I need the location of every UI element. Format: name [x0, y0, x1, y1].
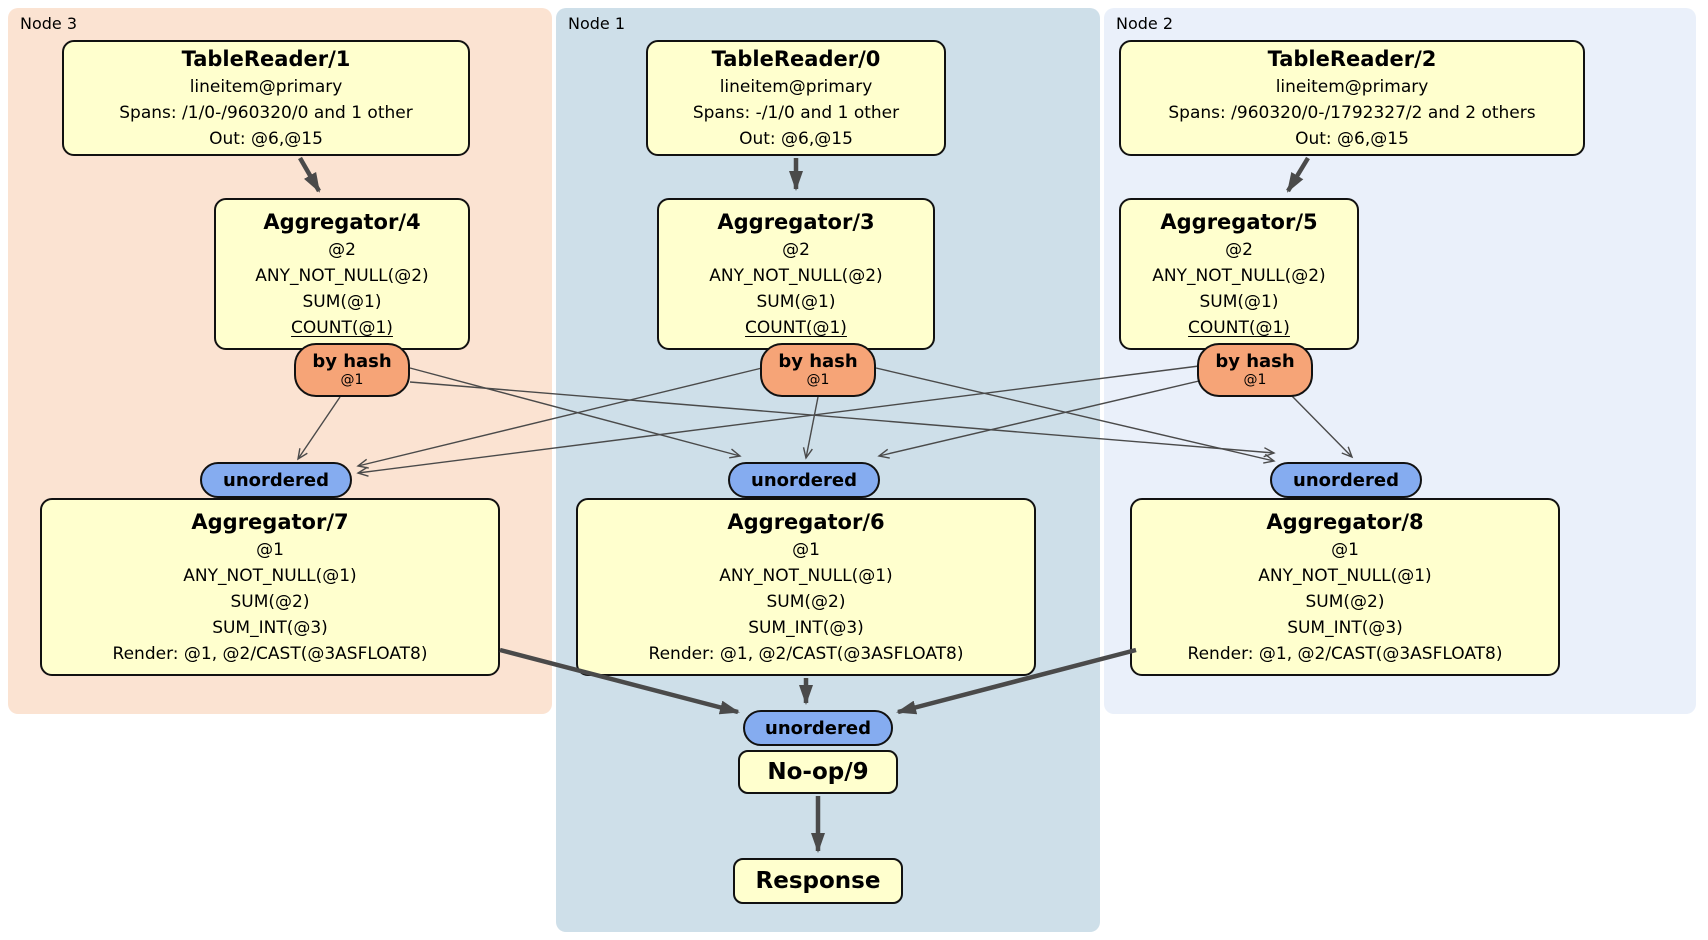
processor-detail-line: Out: @6,@15 — [739, 128, 853, 149]
processor-detail-line: SUM(@1) — [756, 291, 836, 312]
processor-detail-line: ANY_NOT_NULL(@1) — [183, 565, 357, 586]
processor-detail-line: SUM(@2) — [230, 591, 310, 612]
processor-detail-line: @2 — [328, 239, 356, 260]
processor-detail-line: @1 — [792, 539, 820, 560]
processor-detail-line: lineitem@primary — [719, 76, 873, 97]
processor-tablereader-0: TableReader/0 lineitem@primary Spans: -/… — [646, 40, 946, 156]
processor-tablereader-1: TableReader/1 lineitem@primary Spans: /1… — [62, 40, 470, 156]
router-key: @1 — [1243, 372, 1267, 388]
processor-tablereader-2: TableReader/2 lineitem@primary Spans: /9… — [1119, 40, 1585, 156]
processor-detail-line: lineitem@primary — [189, 76, 343, 97]
processor-title: Aggregator/5 — [1160, 209, 1318, 234]
processor-detail-line: SUM_INT(@3) — [748, 617, 864, 638]
processor-aggregator-8: Aggregator/8 @1 ANY_NOT_NULL(@1) SUM(@2)… — [1130, 498, 1560, 676]
processor-detail-line: ANY_NOT_NULL(@1) — [1258, 565, 1432, 586]
region-node-1-label: Node 1 — [568, 14, 626, 33]
sync-unordered-node3: unordered — [200, 462, 352, 498]
sync-unordered-final: unordered — [743, 710, 893, 746]
processor-detail-line: ANY_NOT_NULL(@1) — [719, 565, 893, 586]
processor-detail-line: @1 — [1331, 539, 1359, 560]
response-box: Response — [733, 858, 903, 904]
processor-detail-line: ANY_NOT_NULL(@2) — [255, 265, 429, 286]
router-key: @1 — [340, 372, 364, 388]
processor-detail-line: Spans: /1/0-/960320/0 and 1 other — [119, 102, 413, 123]
processor-detail-line: COUNT(@1) — [1188, 317, 1290, 338]
sync-unordered-node1: unordered — [728, 462, 880, 498]
region-node-2-label: Node 2 — [1116, 14, 1174, 33]
router-key: @1 — [806, 372, 830, 388]
processor-detail-line: Out: @6,@15 — [209, 128, 323, 149]
processor-detail-line: ANY_NOT_NULL(@2) — [1152, 265, 1326, 286]
processor-detail-line: Render: @1, @2/CAST(@3ASFLOAT8) — [648, 643, 964, 664]
router-label: by hash — [1215, 351, 1295, 372]
processor-detail-line: @1 — [256, 539, 284, 560]
processor-title: Aggregator/3 — [717, 209, 875, 234]
processor-detail-line: @2 — [782, 239, 810, 260]
processor-detail-line: @2 — [1225, 239, 1253, 260]
processor-title: TableReader/2 — [1267, 46, 1437, 71]
sync-unordered-node2: unordered — [1270, 462, 1422, 498]
processor-title: Aggregator/8 — [1266, 509, 1424, 534]
processor-detail-line: Render: @1, @2/CAST(@3ASFLOAT8) — [112, 643, 428, 664]
processor-title: Aggregator/6 — [727, 509, 885, 534]
region-node-3-label: Node 3 — [20, 14, 78, 33]
processor-detail-line: COUNT(@1) — [745, 317, 847, 338]
processor-noop-9: No-op/9 — [738, 750, 898, 794]
processor-aggregator-7: Aggregator/7 @1 ANY_NOT_NULL(@1) SUM(@2)… — [40, 498, 500, 676]
processor-detail-line: SUM(@2) — [1305, 591, 1385, 612]
processor-detail-line: SUM(@1) — [302, 291, 382, 312]
processor-detail-line: SUM(@2) — [766, 591, 846, 612]
processor-detail-line: Spans: -/1/0 and 1 other — [692, 102, 900, 123]
processor-aggregator-4: Aggregator/4 @2 ANY_NOT_NULL(@2) SUM(@1)… — [214, 198, 470, 350]
processor-detail-line: SUM_INT(@3) — [1287, 617, 1403, 638]
processor-title: Aggregator/4 — [263, 209, 421, 234]
router-by-hash-node1: by hash @1 — [760, 343, 876, 397]
router-by-hash-node3: by hash @1 — [294, 343, 410, 397]
router-by-hash-node2: by hash @1 — [1197, 343, 1313, 397]
router-label: by hash — [312, 351, 392, 372]
processor-title: TableReader/1 — [181, 46, 351, 71]
processor-detail-line: Spans: /960320/0-/1792327/2 and 2 others — [1168, 102, 1536, 123]
processor-detail-line: SUM_INT(@3) — [212, 617, 328, 638]
processor-detail-line: Out: @6,@15 — [1295, 128, 1409, 149]
processor-detail-line: ANY_NOT_NULL(@2) — [709, 265, 883, 286]
processor-detail-line: Render: @1, @2/CAST(@3ASFLOAT8) — [1187, 643, 1503, 664]
processor-detail-line: lineitem@primary — [1275, 76, 1429, 97]
processor-title: TableReader/0 — [711, 46, 881, 71]
router-label: by hash — [778, 351, 858, 372]
processor-aggregator-3: Aggregator/3 @2 ANY_NOT_NULL(@2) SUM(@1)… — [657, 198, 935, 350]
processor-aggregator-6: Aggregator/6 @1 ANY_NOT_NULL(@1) SUM(@2)… — [576, 498, 1036, 676]
processor-detail-line: COUNT(@1) — [291, 317, 393, 338]
processor-title: Aggregator/7 — [191, 509, 349, 534]
processor-detail-line: SUM(@1) — [1199, 291, 1279, 312]
processor-aggregator-5: Aggregator/5 @2 ANY_NOT_NULL(@2) SUM(@1)… — [1119, 198, 1359, 350]
